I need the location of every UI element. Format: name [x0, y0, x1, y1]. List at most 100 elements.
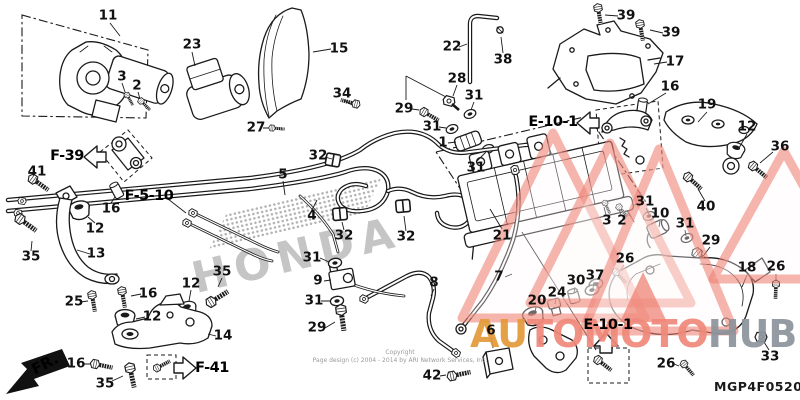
- callout-9: 9: [313, 272, 323, 289]
- part-pump-assembly-11: [59, 41, 174, 123]
- callout-1: 1: [438, 134, 448, 151]
- callout-31: 31: [635, 193, 655, 210]
- ref-label-e101-top: E-10-1: [528, 114, 578, 130]
- part-linkage-e101: [601, 109, 653, 165]
- joint-1: [453, 130, 483, 152]
- callout-21: 21: [492, 227, 512, 244]
- f41-arrow-icon: [173, 356, 197, 380]
- callout-17: 17: [665, 53, 685, 70]
- part-bracket-17: [547, 20, 664, 105]
- part-motor-23: [186, 57, 250, 120]
- callout-38: 38: [493, 51, 513, 68]
- callout-28: 28: [447, 70, 467, 87]
- part-mount-bottom-right: [528, 326, 578, 374]
- callout-3: 3: [117, 68, 127, 85]
- callout-22: 22: [442, 38, 462, 55]
- callout-24: 24: [547, 284, 567, 301]
- callout-33: 33: [760, 348, 780, 365]
- callout-31: 31: [464, 87, 484, 104]
- callout-11: 11: [98, 7, 118, 24]
- callout-39: 39: [616, 7, 636, 24]
- callout-16: 16: [138, 285, 158, 302]
- part-pipe-8: [358, 270, 463, 359]
- wm-segment-hub: HUB: [707, 312, 798, 356]
- callout-16: 16: [101, 200, 121, 217]
- callout-6: 6: [486, 322, 496, 339]
- callout-31: 31: [302, 249, 322, 266]
- callout-27: 27: [246, 119, 266, 136]
- callout-29: 29: [394, 100, 414, 117]
- wm-segment-au: AU: [470, 312, 528, 356]
- callout-2: 2: [617, 212, 627, 229]
- callout-42: 42: [422, 367, 442, 384]
- e101-bottom-ref-box: [587, 347, 630, 384]
- callout-18: 18: [737, 259, 757, 276]
- callout-32: 32: [334, 227, 354, 244]
- callout-35: 35: [212, 263, 232, 280]
- callout-29: 29: [701, 232, 721, 249]
- callout-35: 35: [21, 248, 41, 265]
- callout-25: 25: [64, 293, 84, 310]
- callout-26: 26: [615, 250, 635, 267]
- diagram-part-code: MGP4F0520: [714, 379, 800, 394]
- callout-30: 30: [566, 272, 586, 289]
- callout-32: 32: [308, 147, 328, 164]
- callout-12: 12: [181, 275, 201, 292]
- part-tube-22: [467, 13, 504, 85]
- f41-ref-box: [146, 354, 177, 380]
- callout-35: 35: [95, 375, 115, 392]
- washer-36: [722, 157, 740, 175]
- f39-arrow-icon: [83, 145, 107, 169]
- callout-39: 39: [661, 24, 681, 41]
- fr-arrow-icon: [6, 349, 70, 394]
- e101-bottom-arrow-icon: [593, 332, 619, 354]
- callout-10: 10: [650, 205, 670, 222]
- callout-40: 40: [696, 198, 716, 215]
- callout-12: 12: [737, 118, 757, 135]
- part-f39-bracket: [111, 136, 145, 171]
- copyright-line2: Page design (c) 2004 - 2014 by ARI Netwo…: [312, 357, 488, 365]
- fitting-cluster-top: [418, 94, 496, 156]
- callout-32: 32: [396, 228, 416, 245]
- callout-29: 29: [307, 319, 327, 336]
- triangle-watermarks: [457, 128, 800, 336]
- ref-label-f39: F-39: [50, 148, 84, 164]
- callout-37: 37: [585, 267, 605, 284]
- callout-31: 31: [675, 215, 695, 232]
- callout-7: 7: [494, 268, 504, 285]
- copyright-line1: Copyright: [385, 349, 415, 356]
- callout-8: 8: [429, 274, 439, 291]
- callout-16: 16: [660, 78, 680, 95]
- callout-31: 31: [422, 118, 442, 135]
- callout-34: 34: [332, 85, 352, 102]
- callout-4: 4: [307, 207, 317, 224]
- callout-26: 26: [766, 258, 786, 275]
- callout-14: 14: [213, 327, 233, 344]
- callout-15: 15: [329, 40, 349, 57]
- callout-13: 13: [86, 245, 106, 262]
- ref-label-f41: F-41: [195, 360, 229, 376]
- pump-assembly-box: [21, 14, 149, 119]
- ref-label-e101-bottom: E-10-1: [583, 317, 633, 333]
- callout-12: 12: [142, 308, 162, 325]
- part-bracket-19: [663, 101, 758, 148]
- callout-3: 3: [602, 212, 612, 229]
- callout-12: 12: [85, 220, 105, 237]
- callout-31: 31: [466, 159, 486, 176]
- callout-23: 23: [182, 36, 202, 53]
- callout-26: 26: [656, 355, 676, 372]
- copyright-text: Copyright Page design (c) 2004 - 2014 by…: [285, 349, 515, 365]
- callout-20: 20: [527, 292, 547, 309]
- part-stay-13: [55, 185, 120, 285]
- callout-16: 16: [66, 355, 86, 372]
- ref-label-f510: F-5-10: [124, 188, 174, 204]
- callout-36: 36: [770, 138, 790, 155]
- part-block-6: [482, 347, 514, 379]
- e101-top-arrow-icon: [576, 111, 600, 135]
- callout-5: 5: [278, 166, 288, 183]
- automotohub-watermark: AUTOMOTOHUB: [470, 312, 798, 356]
- part-cover-15: [257, 7, 310, 119]
